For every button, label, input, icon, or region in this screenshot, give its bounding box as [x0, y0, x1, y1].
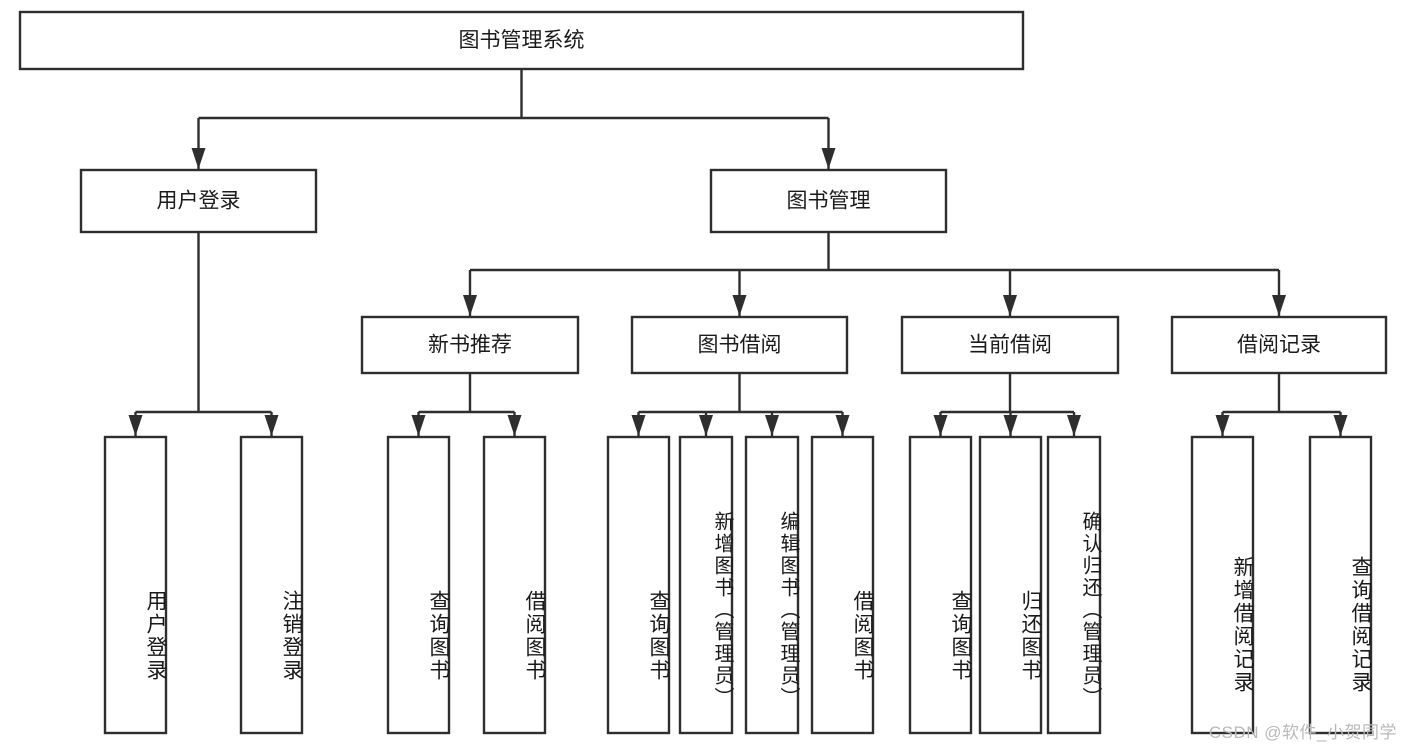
leaf-node-4[interactable]	[482, 435, 547, 735]
node-查询图书-box[interactable]	[606, 435, 671, 735]
arrow-head-icon-level2-2	[821, 148, 836, 169]
node-图书借阅-box[interactable]	[630, 315, 849, 375]
arrow-head-icon-leaf-5	[631, 415, 646, 436]
node-注销登录-box[interactable]	[239, 435, 304, 735]
leaf-node-10[interactable]	[978, 435, 1043, 735]
leaf-node-2[interactable]	[239, 435, 304, 735]
node-图书管理-label: 图书管理	[787, 190, 871, 213]
node-图书管理系统-box[interactable]	[18, 10, 1025, 71]
level2-node-1[interactable]: 用户登录	[79, 168, 318, 234]
arrow-head-icon-leaf-8	[835, 415, 850, 436]
node-当前借阅-label: 当前借阅	[968, 334, 1052, 357]
node-归还图书-box[interactable]	[978, 435, 1043, 735]
node-编辑图书管理员-box[interactable]	[744, 435, 800, 735]
level2-node-2[interactable]: 图书管理	[709, 168, 948, 234]
leaf-node-6[interactable]	[678, 435, 734, 735]
leaf-node-11[interactable]	[1046, 435, 1102, 735]
arrow-head-icon-level3-2	[732, 295, 747, 316]
level3-node-3[interactable]: 当前借阅	[900, 315, 1120, 375]
arrow-head-icon-leaf-10	[1003, 415, 1018, 436]
leaf-node-5[interactable]	[606, 435, 671, 735]
arrow-head-icon-leaf-2	[264, 415, 279, 436]
node-借阅记录-label: 借阅记录	[1237, 334, 1321, 357]
node-图书借阅-label: 图书借阅	[698, 334, 782, 357]
node-用户登录-label: 用户登录	[157, 190, 241, 213]
arrow-head-icon-leaf-11	[1067, 415, 1081, 436]
root-node-1[interactable]: 图书管理系统	[18, 10, 1025, 71]
node-新书推荐-box[interactable]	[360, 315, 580, 375]
arrow-head-icon-leaf-3	[411, 415, 426, 436]
arrow-head-icon-level3-1	[463, 295, 477, 316]
level3-node-1[interactable]: 新书推荐	[360, 315, 580, 375]
node-查询图书-box[interactable]	[386, 435, 451, 735]
leaf-node-13[interactable]	[1308, 435, 1373, 735]
level3-node-2[interactable]: 图书借阅	[630, 315, 849, 375]
node-新增借阅记录-box[interactable]	[1190, 435, 1255, 735]
node-借阅图书-box[interactable]	[482, 435, 547, 735]
arrow-head-icon-leaf-12	[1215, 415, 1230, 436]
leaf-node-1[interactable]	[103, 435, 168, 735]
node-新书推荐-label: 新书推荐	[428, 334, 512, 357]
leaf-node-3[interactable]	[386, 435, 451, 735]
node-确认归还管理员-box[interactable]	[1046, 435, 1102, 735]
arrow-head-icon-leaf-6	[699, 415, 713, 436]
arrow-head-icon-leaf-13	[1333, 415, 1348, 436]
leaf-node-7[interactable]	[744, 435, 800, 735]
leaf-node-12[interactable]	[1190, 435, 1255, 735]
node-图书管理系统-label: 图书管理系统	[459, 29, 585, 52]
leaf-node-8[interactable]	[810, 435, 875, 735]
node-新增图书管理员-box[interactable]	[678, 435, 734, 735]
arrow-head-icon-leaf-1	[128, 415, 143, 436]
node-借阅记录-box[interactable]	[1170, 315, 1388, 375]
leaf-node-9[interactable]	[908, 435, 973, 735]
arrow-head-icon-leaf-9	[933, 415, 948, 436]
node-借阅图书-box[interactable]	[810, 435, 875, 735]
node-查询借阅记录-box[interactable]	[1308, 435, 1373, 735]
node-用户登录-box[interactable]	[103, 435, 168, 735]
arrow-head-icon-level3-4	[1272, 295, 1286, 316]
connectors-layer	[128, 69, 1348, 436]
node-查询图书-box[interactable]	[908, 435, 973, 735]
arrow-head-icon-leaf-7	[765, 415, 779, 436]
level3-node-4[interactable]: 借阅记录	[1170, 315, 1388, 375]
csdn-watermark: CSDN @软件_小贺同学	[1208, 723, 1397, 742]
node-图书管理-box[interactable]	[709, 168, 948, 234]
arrow-head-icon-level2-1	[191, 148, 206, 169]
arrow-head-icon-leaf-4	[507, 415, 522, 436]
node-当前借阅-box[interactable]	[900, 315, 1120, 375]
node-用户登录-box[interactable]	[79, 168, 318, 234]
arrow-head-icon-level3-3	[1003, 295, 1017, 316]
